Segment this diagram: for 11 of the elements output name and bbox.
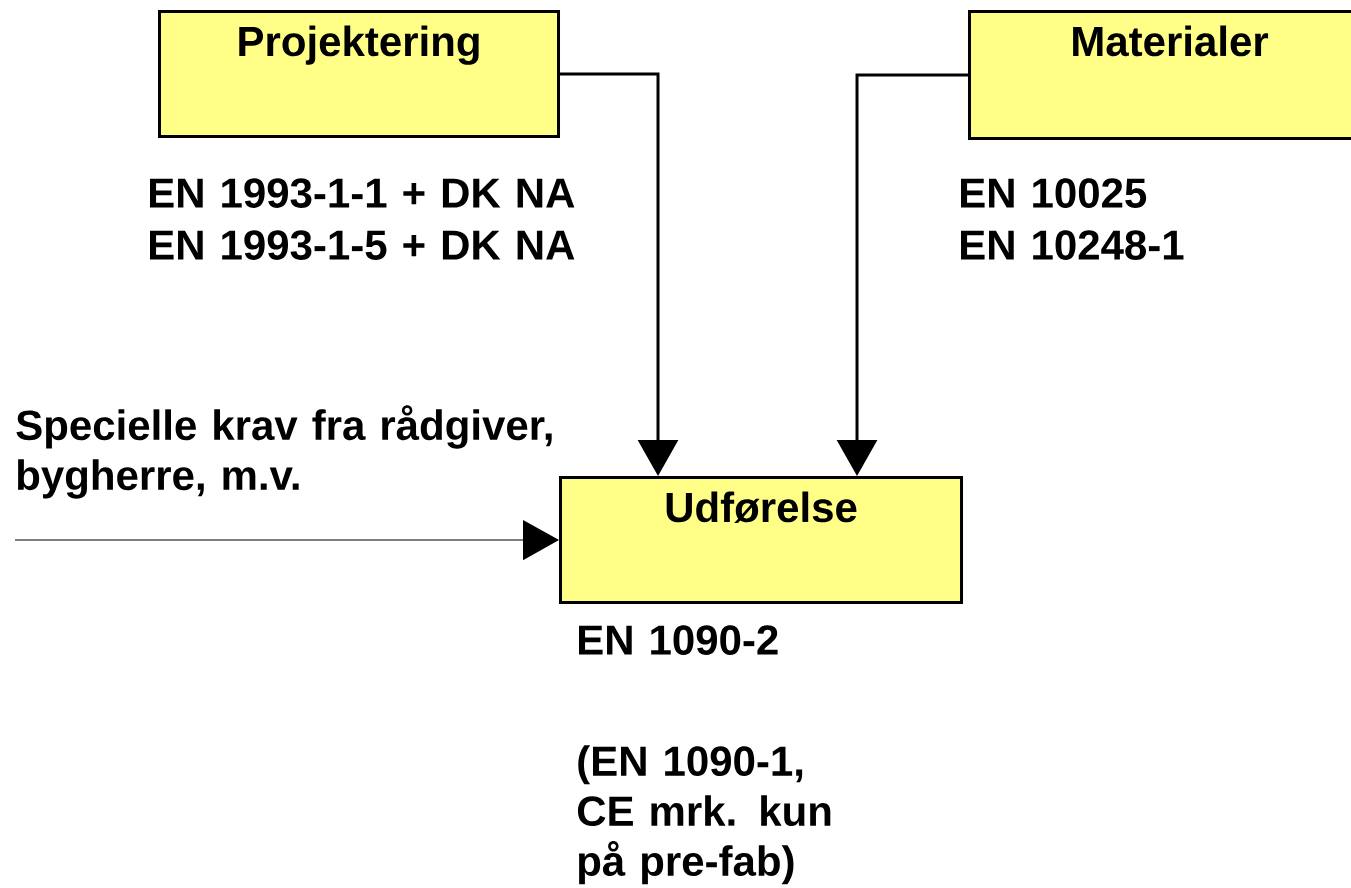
process-box: Udførelse (559, 476, 963, 604)
edge-label: Specielle krav fra rådgiver, bygherre, m.v. (16, 405, 552, 499)
standard-text: EN 10248-1 (961, 230, 1184, 260)
standard-text: EN 10025 (961, 178, 1147, 208)
process-box: Materialer (968, 10, 1351, 140)
standard-text: (EN 1090-1, CE mrk. kun på pre-fab) (577, 745, 831, 885)
standard-text: EN 1090-2 (579, 625, 778, 655)
standard-text: EN 1993-1-1 + DK NA (150, 178, 575, 208)
process-box: Projektering (158, 10, 560, 138)
arrow (14, 520, 559, 560)
standard-text: EN 1993-1-5 + DK NA (150, 230, 575, 260)
